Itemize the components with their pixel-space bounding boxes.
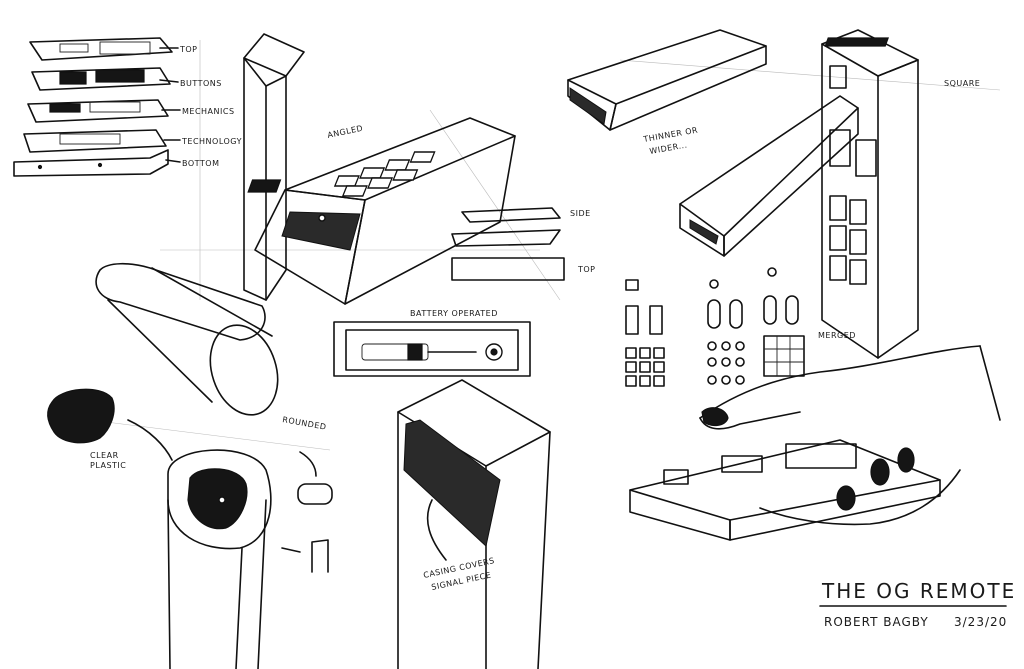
- angled-remote-sketch: [247, 117, 516, 305]
- battery-remote-sketch: [333, 321, 531, 377]
- label-buttons: BUTTONS: [180, 79, 222, 88]
- profile-sketches: [451, 207, 565, 281]
- label-rounded: ROUNDED: [282, 415, 327, 432]
- label-thinner: THINNER OR: [642, 126, 699, 145]
- square-remote-sketch: [821, 29, 919, 359]
- button-layout-studies: [625, 267, 805, 387]
- tall-bar-sketch: [243, 33, 305, 301]
- label-mechanics: MECHANICS: [182, 107, 235, 116]
- label-wider: WIDER...: [649, 140, 688, 156]
- label-square: SQUARE: [944, 79, 980, 88]
- label-side: SIDE: [570, 209, 591, 218]
- clear-plastic-sketch: [47, 388, 173, 461]
- exploded-layers-sketch: [13, 37, 181, 177]
- rounded-tube-sketch: [95, 262, 279, 416]
- sketch-date: 3/23/20: [954, 615, 1007, 629]
- lifted-lid-sketch: [679, 95, 859, 257]
- sheet-title: THE OG REMOTE: [821, 579, 1016, 603]
- author-name: ROBERT BAGBY: [824, 615, 929, 629]
- rounded-pillar-sketch: [167, 449, 333, 669]
- label-bottom: BOTTOM: [182, 159, 219, 168]
- label-top-view: TOP: [577, 265, 596, 274]
- construction-guides: [89, 40, 1001, 451]
- thin-wide-remote-sketch: [567, 29, 767, 131]
- label-merged: MERGED: [818, 331, 856, 340]
- label-plastic: PLASTIC: [90, 461, 126, 470]
- hand-with-remote-sketch: [629, 345, 1001, 541]
- label-clear: CLEAR: [90, 451, 119, 460]
- angled-pillar-sketch: [397, 379, 551, 669]
- label-angled: ANGLED: [327, 124, 364, 140]
- label-technology: TECHNOLOGY: [181, 137, 242, 146]
- label-top: TOP: [179, 45, 198, 54]
- label-battery: BATTERY OPERATED: [410, 309, 498, 318]
